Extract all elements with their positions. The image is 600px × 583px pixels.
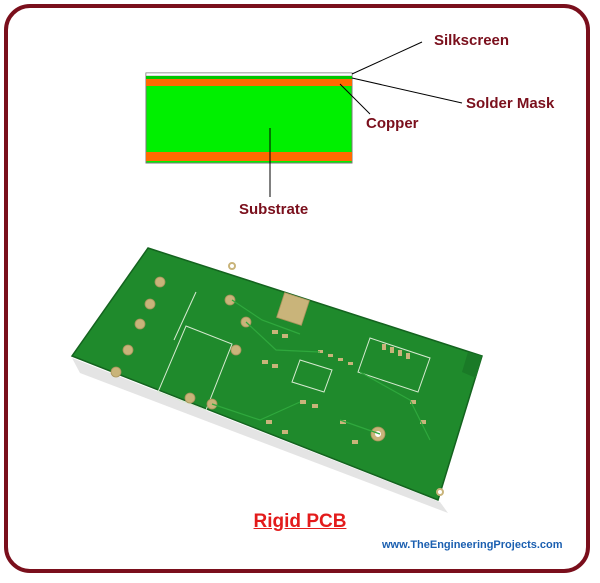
pad (184, 392, 196, 404)
smd-pad (300, 400, 306, 404)
smd-pad (328, 354, 333, 357)
chip-outline (291, 359, 333, 393)
caption-text: Rigid PCB (253, 511, 347, 532)
pad (154, 276, 166, 288)
trace (231, 299, 301, 335)
smd-pad (348, 362, 353, 365)
pad (144, 298, 156, 310)
pads (110, 276, 386, 442)
leader-lines (269, 41, 463, 197)
pad (110, 366, 122, 378)
pad (122, 344, 134, 356)
smd-pad (282, 430, 288, 434)
pad (134, 318, 146, 330)
smd-pad (420, 420, 426, 424)
smd-pad (398, 350, 402, 356)
board-body (70, 247, 483, 501)
smd-pad (318, 350, 323, 353)
layer-stack (145, 72, 353, 164)
trace (359, 371, 431, 441)
smd-pad (406, 353, 410, 359)
ic-outline (357, 337, 431, 393)
trace (245, 321, 321, 353)
pcb-board (70, 247, 483, 501)
pad (224, 294, 236, 306)
mounting-hole (373, 429, 383, 439)
silkscreen-leader (351, 41, 423, 75)
smd-pad (382, 344, 386, 350)
solder-mask-layer (146, 76, 352, 79)
smd-pad (312, 404, 318, 408)
board-edge-tab (462, 352, 482, 378)
traces (211, 299, 431, 441)
mounting-holes (228, 262, 444, 496)
trace (339, 419, 381, 435)
smd-pad (340, 420, 346, 424)
trace (211, 401, 301, 421)
board-shadow (72, 358, 448, 513)
smd-pad (262, 360, 268, 364)
caption: Rigid PCB (0, 511, 600, 533)
substrate-label: Substrate (239, 201, 309, 218)
substrate-layer (145, 72, 353, 164)
square-pad (276, 292, 310, 326)
smd-pad (266, 420, 272, 424)
copper-label: Copper (366, 115, 419, 132)
mounting-hole (228, 262, 236, 270)
pad (230, 344, 242, 356)
silkscreen-label: Silkscreen (434, 32, 510, 49)
smd-pad (390, 347, 394, 353)
mounting-hole (436, 488, 444, 496)
relay-outline (157, 325, 233, 411)
smd-pad (410, 400, 416, 404)
copper-layer-bottom (146, 152, 352, 161)
solder-mask-leader (351, 77, 463, 104)
website-credit: www.TheEngineeringProjects.com (382, 539, 563, 551)
smd-pad (272, 364, 278, 368)
smd-pad (282, 334, 288, 338)
silk-line (173, 291, 197, 341)
silkscreen-outlines (157, 291, 431, 411)
smd-pad (352, 440, 358, 444)
smd-pads (262, 330, 426, 444)
smd-pad (338, 358, 343, 361)
smd-pad (272, 330, 278, 334)
silkscreen-layer (145, 72, 353, 77)
copper-leader (339, 83, 371, 115)
solder-mask-label: Solder Mask (466, 95, 555, 112)
copper-layer-top (146, 79, 352, 86)
